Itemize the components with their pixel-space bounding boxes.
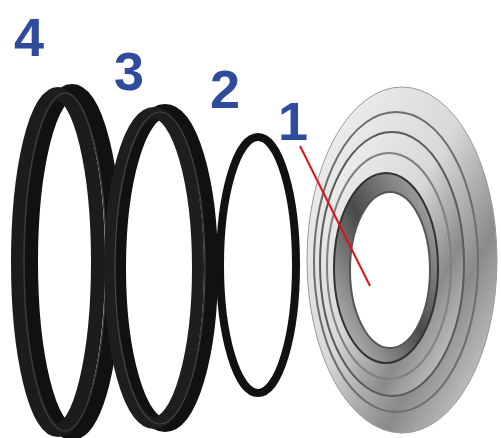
ring-4 bbox=[18, 92, 114, 432]
callout-number: 2 bbox=[210, 62, 240, 116]
leader-line bbox=[300, 146, 370, 286]
ring-3 bbox=[110, 111, 211, 425]
callout-number: 4 bbox=[14, 10, 44, 64]
callout-number: 1 bbox=[278, 94, 308, 148]
callout-number: 3 bbox=[114, 44, 144, 98]
metal-ring-1 bbox=[307, 87, 497, 433]
o-ring-2 bbox=[220, 137, 296, 393]
